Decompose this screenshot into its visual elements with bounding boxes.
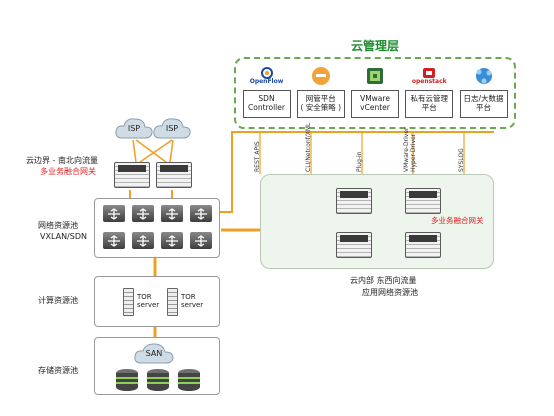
nms-logo-icon (311, 67, 330, 85)
cloud-icon (153, 118, 191, 139)
label-inner-app-pool: 应用网络资源池 (362, 288, 418, 297)
mgmt-item-nms: 网管平台 ( 安全策略 ) (296, 65, 345, 123)
inner-gateway-device-2 (405, 188, 441, 214)
isp-link-1 (135, 139, 167, 163)
inner-cloud-panel: 多业务融合网关 (260, 174, 494, 269)
interface-cli: CLI/Netconf/XML (305, 122, 312, 172)
label-inner-traffic: 云内部 东西向流量 (350, 276, 417, 285)
switch-icon (103, 232, 125, 249)
storage-disk-icon (178, 369, 200, 391)
cloud-management-layer: 云管理层 OpenFlow SDN Controller 网管平台 ( 安全策略… (234, 39, 516, 129)
label-cloud-edge: 云边界 - 南北向流量 (26, 156, 98, 165)
openstack-logo-icon: openstack (412, 67, 447, 85)
private-cloud-card: 私有云管理 平台 (405, 90, 454, 118)
switch-icon (190, 205, 212, 222)
storage-disk-icon (116, 369, 138, 391)
network-resource-pool (94, 198, 220, 258)
interface-rest-api: REST APIS (254, 141, 261, 172)
san-label: SAN (145, 349, 163, 358)
openflow-logo-icon: OpenFlow (250, 67, 283, 85)
vcenter-logo-icon (367, 68, 383, 84)
isp-link-4 (169, 139, 174, 163)
cloud-icon (115, 118, 153, 139)
tor-server-icon (123, 288, 134, 316)
switch-icon (132, 232, 154, 249)
mgmt-item-sdn-controller: OpenFlow SDN Controller (242, 65, 291, 123)
interface-syslog: SYSLOG (458, 148, 465, 172)
switch-icon (190, 232, 212, 249)
label-network-pool: 网络资源池 (38, 221, 78, 230)
switch-icon (161, 232, 183, 249)
isp-cloud-left: ISP (114, 116, 154, 146)
isp-link-2 (139, 139, 173, 163)
isp-label-left: ISP (127, 124, 141, 133)
edge-gateway-device-2 (156, 162, 192, 188)
mgmt-item-vcenter: VMware vCenter (351, 65, 400, 123)
switch-icon (161, 205, 183, 222)
storage-disk-icon (147, 369, 169, 391)
cloud-management-title: 云管理层 (350, 39, 399, 53)
isp-cloud-right: ISP (152, 116, 192, 146)
isp-link-3 (132, 139, 137, 163)
inner-gateway-device-4 (405, 232, 441, 258)
mgmt-item-log-bigdata: 日志/大数据 平台 (459, 65, 508, 123)
storage-resource-pool: SAN (94, 337, 220, 395)
sdn-controller-card: SDN Controller (242, 90, 291, 118)
nms-card: 网管平台 ( 安全策略 ) (296, 90, 345, 118)
switch-icon (103, 205, 125, 222)
mgmt-uplink (220, 131, 494, 213)
isp-label-right: ISP (165, 124, 179, 133)
label-network-pool-sub: VXLAN/SDN (40, 232, 87, 241)
interface-driver: VMware-Driver Hyper-Driver (403, 127, 417, 172)
mgmt-item-private-cloud: openstack 私有云管理 平台 (405, 65, 454, 123)
interface-plugin: Plug-in (356, 151, 363, 172)
switch-icon (132, 205, 154, 222)
inner-gateway-device-3 (336, 232, 372, 258)
log-bigdata-card: 日志/大数据 平台 (459, 90, 508, 118)
storage-disks (116, 369, 200, 391)
label-storage-pool: 存储资源池 (38, 366, 78, 375)
cloud-icon (134, 343, 174, 364)
tor-server-icon (167, 288, 178, 316)
label-inner-gateway: 多业务融合网关 (431, 216, 484, 225)
edge-gateway-device-1 (114, 162, 150, 188)
san-cloud: SAN (133, 342, 175, 370)
bigdata-logo-icon (475, 68, 492, 84)
vcenter-card: VMware vCenter (351, 90, 399, 118)
inner-gateway-device-1 (336, 188, 372, 214)
label-compute-pool: 计算资源池 (38, 296, 78, 305)
label-edge-gateway: 多业务融合网关 (40, 167, 96, 176)
